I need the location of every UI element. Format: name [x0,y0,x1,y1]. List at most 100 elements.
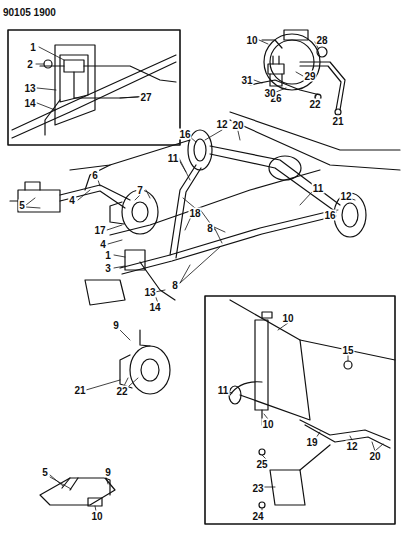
hose-bracket-stroke [259,502,265,508]
callout-number: 17 [93,225,106,236]
figure-number: 90105 1900 [2,7,57,18]
leader-line-stroke [315,94,317,98]
callout-number: 27 [139,92,152,103]
rear-axle [188,112,400,237]
rear-axle-stroke [230,120,400,170]
inset-frame-stroke [205,296,395,524]
callout-number: 4 [99,239,107,250]
leader-line-stroke [120,97,138,98]
callout-number: 18 [188,208,201,219]
leader-line-stroke [98,180,100,186]
hose-bracket-stroke [270,470,305,505]
inset-frame-stroke [8,30,180,145]
frame-rail [70,140,320,235]
leader-line-stroke [278,323,288,330]
hose-bracket-stroke [300,445,330,470]
callout-number: 19 [305,437,318,448]
master-cylinder-stroke [10,200,18,201]
leader-line [50,475,108,511]
master-cylinder-stroke [25,182,40,190]
brake-line-stroke [85,165,110,190]
callout-number: 16 [178,129,191,140]
leader-line-stroke [183,198,195,208]
leader-line-stroke [78,190,90,200]
leader-line [229,323,383,510]
leader-line-stroke [205,130,222,140]
leader-line-stroke [276,88,286,92]
leader-line-stroke [229,392,232,393]
leader-line [254,40,338,115]
callout-number: 12 [345,441,358,452]
brake-line-stroke [176,168,201,258]
callout-number: 30 [263,88,276,99]
callout-number: 14 [148,302,161,313]
bracket-stroke [88,498,102,506]
proportioning-valve-bracket-stroke [12,55,176,130]
front-brake-stroke [132,202,148,222]
leader-line-stroke [135,195,140,200]
leader-line-stroke [39,47,64,60]
callout-number: 12 [339,191,352,202]
leader-line-stroke [214,227,222,243]
sensor-stroke [273,56,279,64]
callout-number: 11 [217,385,230,396]
splash-shield [85,280,125,305]
callout-number: 5 [18,200,26,211]
callout-number: 3 [104,263,112,274]
callout-number: 12 [215,119,228,130]
callout-number: 21 [73,385,86,396]
callout-number: 28 [315,35,328,46]
callout-number: 21 [331,116,344,127]
callout-number: 20 [368,451,381,462]
hose-bracket-stroke [230,382,262,395]
hose-bracket-stroke [230,300,310,420]
leader-line-stroke [146,190,150,198]
callout-number: 16 [323,210,336,221]
leader-line-stroke [350,436,352,440]
callout-number: 7 [136,185,144,196]
callout-number: 25 [255,459,268,470]
leader-line-stroke [37,103,55,110]
leader-line-stroke [106,477,108,484]
proportioning-valve-bracket-stroke [84,66,176,82]
callout-number: 31 [240,75,253,86]
proportioning-valve-bracket-stroke [64,60,84,72]
bracket-stroke [105,478,110,495]
leader-line-stroke [296,72,303,76]
callout-number: 10 [245,35,258,46]
bracket-stroke [40,478,115,505]
hose-bracket-stroke [259,449,265,455]
callout-number: 1 [29,42,37,53]
hose-bracket [229,300,395,508]
frame-rail-stroke [70,140,190,170]
callout-number: 15 [341,345,354,356]
callout-number: 1 [104,250,112,261]
proportioning-valve-bracket-stroke [44,60,52,68]
leader-line-stroke [108,240,122,244]
rear-brake-assembly-stroke [317,47,327,57]
callout-number: 22 [308,99,321,110]
callout-number: 9 [112,320,120,331]
leader-line-stroke [129,378,138,386]
callout-number: 14 [23,98,36,109]
leader-line-stroke [300,192,312,205]
callout-number: 2 [26,59,34,70]
hose-bracket-stroke [344,361,352,369]
master-cylinder-stroke [18,190,60,212]
callout-number: 11 [312,183,325,194]
leader-line-stroke [180,265,190,283]
leader-line-stroke [179,158,190,180]
bracket [40,478,115,506]
leader-line-stroke [254,80,262,83]
rear-brake-assembly-stroke [335,109,341,115]
rear-axle-stroke [230,112,400,150]
callout-number: 9 [104,467,112,478]
hose-bracket-stroke [229,386,241,404]
leader-line-stroke [37,88,56,90]
rear-brake-assembly-stroke [250,80,320,95]
callout-number: 8 [171,280,179,291]
inset-frame [8,30,395,524]
rear-brake-assembly-stroke [262,40,282,48]
rear-axle-stroke [342,203,358,227]
